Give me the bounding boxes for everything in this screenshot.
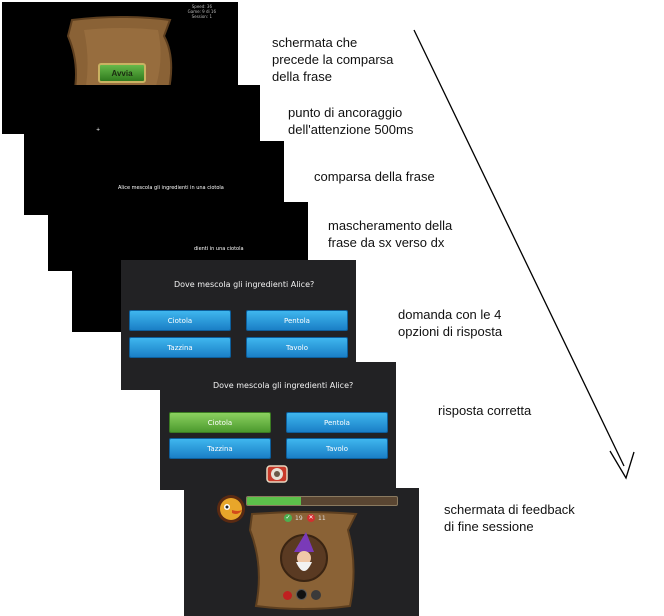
check-icon: ✓ bbox=[284, 514, 292, 522]
option-button-correct[interactable]: Ciotola bbox=[169, 412, 271, 433]
screen-feedback: ✓ 19 ✕ 11 bbox=[184, 488, 419, 616]
mascot-icon bbox=[217, 495, 245, 523]
stat-game: Game: 9 di 16 bbox=[187, 9, 216, 14]
spider-icon bbox=[296, 589, 307, 600]
caption-fixation: punto di ancoraggio dell'attenzione 500m… bbox=[288, 105, 414, 137]
progress-fill bbox=[247, 497, 301, 505]
bomb-icon bbox=[311, 590, 321, 600]
option-button[interactable]: Pentola bbox=[286, 412, 388, 433]
cross-icon: ✕ bbox=[307, 514, 315, 522]
screen-correct-answer: Dove mescola gli ingredienti Alice? Ciot… bbox=[160, 362, 396, 490]
caption-start-screen: schermata che precede la comparsa della … bbox=[272, 35, 394, 84]
screen-start: Avvia Speed: 36 Game: 9 di 16 Session: 1 bbox=[2, 2, 238, 134]
question-text: Dove mescola gli ingredienti Alice? bbox=[213, 381, 354, 390]
question-text: Dove mescola gli ingredienti Alice? bbox=[174, 280, 315, 289]
fixation-point: + bbox=[96, 127, 101, 133]
wrong-count: 11 bbox=[318, 515, 326, 522]
correct-count: 19 bbox=[295, 515, 303, 522]
option-button[interactable]: Tazzina bbox=[129, 337, 231, 358]
bug-icon bbox=[283, 591, 292, 600]
wizard-avatar-icon bbox=[280, 532, 328, 582]
option-button[interactable]: Tavolo bbox=[246, 337, 348, 358]
caption-masking: mascheramento della frase da sx verso dx bbox=[328, 218, 453, 250]
stat-speed: Speed: 36 bbox=[191, 4, 212, 9]
progress-track bbox=[246, 496, 398, 506]
caption-sentence: comparsa della frase bbox=[314, 169, 435, 184]
stat-session: Session: 1 bbox=[191, 14, 212, 19]
caption-correct: risposta corretta bbox=[438, 403, 532, 418]
caption-feedback: schermata di feedback di fine sessione bbox=[444, 502, 575, 534]
option-button[interactable]: Ciotola bbox=[129, 310, 231, 331]
option-button[interactable]: Tavolo bbox=[286, 438, 388, 459]
option-button[interactable]: Pentola bbox=[246, 310, 348, 331]
caption-question: domanda con le 4 opzioni di risposta bbox=[398, 307, 503, 339]
option-button[interactable]: Tazzina bbox=[169, 438, 271, 459]
sentence-text: Alice mescola gli ingredienti in una cio… bbox=[118, 185, 224, 191]
feedback-icon bbox=[266, 465, 288, 483]
start-button[interactable]: Avvia bbox=[98, 63, 146, 83]
masked-sentence-text: dienti in una ciotola bbox=[194, 246, 244, 252]
